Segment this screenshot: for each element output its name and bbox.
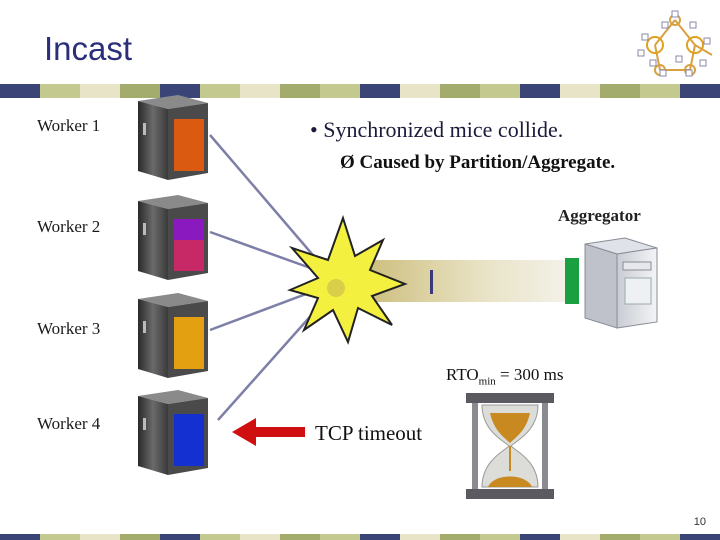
- header-stripe: [0, 84, 720, 98]
- hourglass-icon: [466, 393, 554, 499]
- rto-value: = 300 ms: [495, 365, 564, 384]
- collision-core: [327, 279, 345, 297]
- aggregator-label: Aggregator: [558, 206, 641, 225]
- worker-4-server-icon: [138, 390, 208, 475]
- network-logo-icon: [646, 14, 713, 76]
- aggregator-server-icon: [565, 237, 658, 329]
- timeout-arrow-icon: [232, 418, 305, 446]
- worker-2-server-icon: [138, 195, 208, 280]
- worker-3-server-icon: [138, 293, 208, 378]
- network-logo-nodes-icon: [637, 10, 711, 77]
- worker-1-disk: [174, 119, 204, 171]
- worker-1-label: Worker 1: [37, 116, 101, 135]
- worker-3-label: Worker 3: [37, 319, 101, 338]
- collision-burst-icon: [287, 214, 408, 345]
- bullet-sub: Ø Caused by Partition/Aggregate.: [340, 152, 616, 173]
- rto-label: RTOmin = 300 ms: [446, 365, 563, 387]
- rto-prefix: RTO: [446, 365, 479, 384]
- rto-subscript: min: [478, 375, 496, 388]
- bullet-main: • Synchronized mice collide.: [310, 117, 564, 142]
- footer-stripe: [0, 534, 720, 540]
- tcp-timeout-label: TCP timeout: [315, 421, 423, 445]
- worker-links: [209, 134, 333, 421]
- worker-4-label: Worker 4: [37, 414, 101, 433]
- slide-title: Incast: [44, 30, 133, 67]
- page-number: 10: [693, 516, 706, 528]
- worker-2-label: Worker 2: [37, 217, 101, 236]
- worker-1-server-icon: [138, 95, 208, 180]
